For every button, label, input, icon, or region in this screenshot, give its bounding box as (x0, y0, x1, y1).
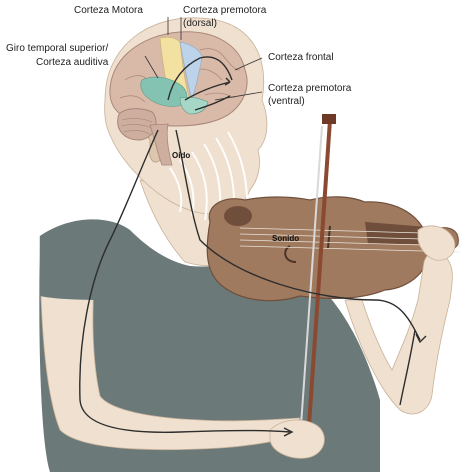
efferent-path-left (79, 129, 291, 433)
left-hand (417, 225, 456, 261)
bow (299, 114, 336, 441)
premotor-dorsal-region (179, 41, 203, 102)
label-ear: Oído (172, 151, 190, 160)
label-auditory-line1: Giro temporal superior/ (6, 43, 108, 54)
premotor-ventral-region (179, 96, 209, 115)
label-auditory-line2: Corteza auditiva (36, 57, 109, 68)
efferent-path-right (175, 129, 421, 341)
brain (109, 31, 248, 166)
label-premotor-ventral-line2: (ventral) (268, 96, 305, 107)
label-sound: Sonido (272, 234, 299, 243)
label-premotor-dorsal-line1: Corteza premotora (183, 5, 267, 16)
auditory-cortex-region (140, 76, 188, 107)
afferent-path-arm (399, 329, 416, 406)
right-hand (269, 419, 325, 459)
left-arm (344, 250, 453, 415)
label-frontal-cortex: Corteza frontal (268, 52, 334, 63)
label-premotor-dorsal-line2: (dorsal) (183, 18, 217, 29)
label-premotor-ventral-line1: Corteza premotora (268, 83, 352, 94)
label-motor-cortex: Corteza Motora (74, 5, 143, 16)
